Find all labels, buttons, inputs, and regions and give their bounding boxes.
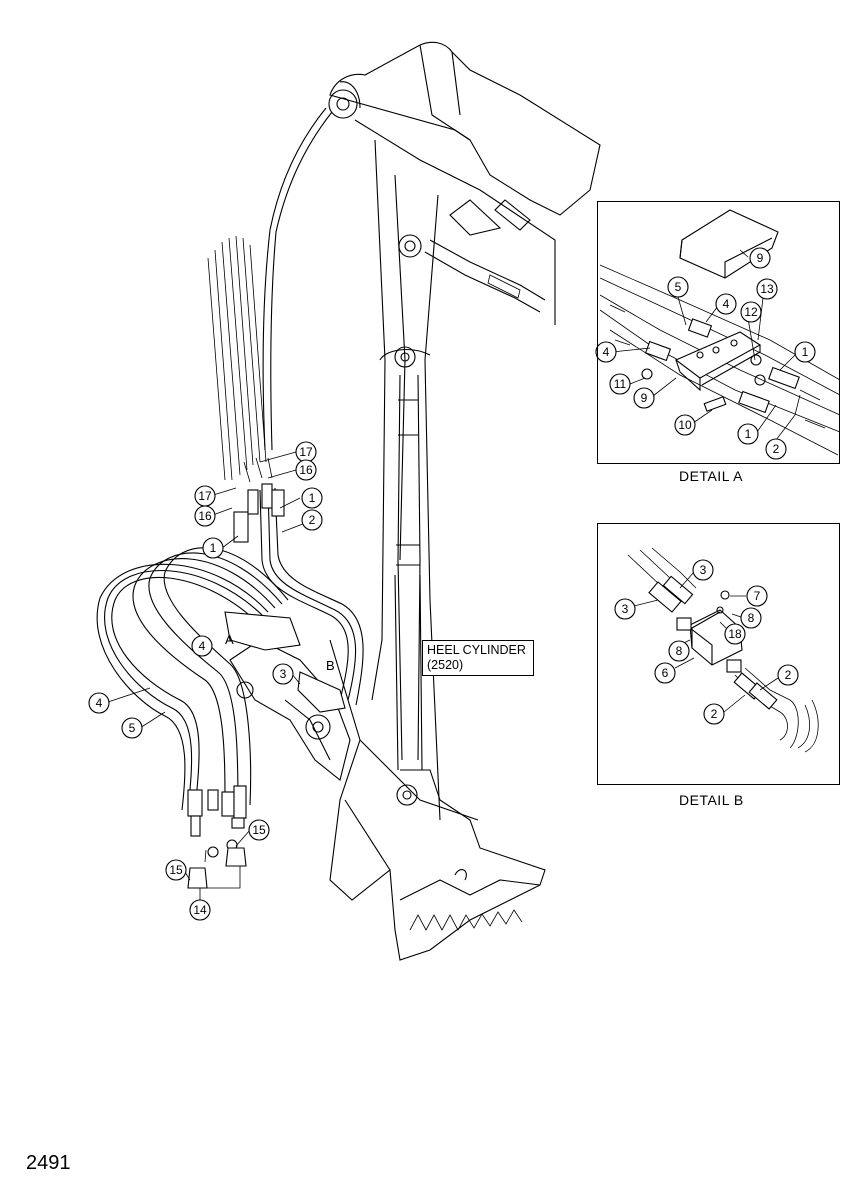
callout-4-upper: 4: [191, 635, 213, 657]
callout-b-3-right: 3: [692, 559, 714, 581]
detail-a-drawing: [599, 209, 841, 456]
callout-b-7: 7: [746, 585, 768, 607]
boom-arm-drawing: [229, 41, 601, 961]
callout-a-4-top: 4: [715, 293, 737, 315]
svg-text:2: 2: [309, 513, 316, 527]
svg-text:4: 4: [96, 696, 103, 710]
detail-b-drawing: [627, 547, 819, 753]
heel-cylinder-ref: (2520): [427, 658, 464, 672]
callout-17-upper: 17: [295, 441, 317, 463]
detail-a-frame: [597, 201, 840, 464]
callout-16-upper: 16: [295, 459, 317, 481]
svg-text:1: 1: [802, 345, 809, 359]
svg-text:5: 5: [129, 721, 136, 735]
svg-text:8: 8: [676, 644, 683, 658]
svg-text:14: 14: [193, 903, 207, 917]
callout-a-12: 12: [740, 301, 762, 323]
svg-text:6: 6: [662, 666, 669, 680]
heel-cylinder-label: HEEL CYLINDER (2520): [422, 640, 534, 676]
callout-b-8-left: 8: [668, 640, 690, 662]
svg-text:12: 12: [744, 305, 758, 319]
svg-text:9: 9: [641, 391, 648, 405]
callout-b-18: 18: [724, 623, 746, 645]
svg-text:11: 11: [614, 377, 627, 391]
callout-a-5: 5: [667, 276, 689, 298]
callout-5: 5: [121, 717, 143, 739]
callouts-detail-b: 3 3 7 8 18 8 6 2 2: [614, 559, 799, 725]
svg-text:4: 4: [199, 639, 206, 653]
svg-text:3: 3: [700, 563, 707, 577]
callout-1-left: 1: [202, 537, 224, 559]
svg-text:3: 3: [280, 667, 287, 681]
callout-17-left: 17: [194, 485, 216, 507]
svg-text:7: 7: [754, 589, 761, 603]
callout-a-13: 13: [756, 278, 778, 300]
callout-b-8-top: 8: [740, 607, 762, 629]
callout-a-2: 2: [765, 438, 787, 460]
callout-b-2-right: 2: [777, 664, 799, 686]
svg-text:1: 1: [210, 541, 217, 555]
svg-text:16: 16: [299, 463, 313, 477]
svg-text:16: 16: [198, 509, 212, 523]
callout-a-9-top: 9: [749, 247, 771, 269]
callout-a-1-right: 1: [794, 341, 816, 363]
port-a-label: A: [225, 632, 234, 647]
callout-1-right: 1: [301, 487, 323, 509]
callout-15-left: 15: [165, 859, 187, 881]
svg-text:15: 15: [252, 823, 266, 837]
callout-b-6: 6: [654, 662, 676, 684]
heel-cylinder-title: HEEL CYLINDER: [427, 643, 526, 657]
svg-text:8: 8: [748, 611, 755, 625]
callout-b-3-left: 3: [614, 598, 636, 620]
svg-text:15: 15: [169, 863, 183, 877]
callout-2-right: 2: [301, 509, 323, 531]
detail-b-caption: DETAIL B: [679, 792, 744, 808]
svg-text:17: 17: [198, 489, 212, 503]
hydraulic-hoses: [96, 107, 364, 889]
svg-text:10: 10: [678, 418, 692, 432]
page-number: 2491: [26, 1152, 71, 1174]
svg-text:2: 2: [785, 668, 792, 682]
callout-a-9-bottom: 9: [633, 387, 655, 409]
callout-a-10: 10: [674, 414, 696, 436]
svg-text:2: 2: [711, 707, 718, 721]
callout-16-left: 16: [194, 505, 216, 527]
callouts-main: 17 16 17 16 1 2 1 4 4 5 3 15 15 14: [88, 441, 323, 921]
port-b-label: B: [326, 658, 335, 673]
svg-text:18: 18: [728, 627, 742, 641]
svg-text:13: 13: [760, 282, 774, 296]
svg-text:1: 1: [309, 491, 316, 505]
callout-15-right: 15: [248, 819, 270, 841]
callout-4-lower: 4: [88, 692, 110, 714]
detail-b-frame: [597, 523, 840, 785]
svg-text:4: 4: [603, 345, 610, 359]
callouts-detail-a: 9 5 4 13 12 4 1 11 9 10 1 2: [595, 247, 816, 460]
svg-text:9: 9: [757, 251, 764, 265]
svg-text:2: 2: [773, 442, 780, 456]
svg-text:5: 5: [675, 280, 682, 294]
svg-text:17: 17: [299, 445, 313, 459]
callout-a-1-bottom: 1: [737, 423, 759, 445]
callout-b-2-left: 2: [703, 703, 725, 725]
svg-text:4: 4: [723, 297, 730, 311]
svg-text:3: 3: [622, 602, 629, 616]
callout-a-4-left: 4: [595, 341, 617, 363]
detail-a-caption: DETAIL A: [679, 468, 743, 484]
callout-14: 14: [189, 899, 211, 921]
svg-text:1: 1: [745, 427, 752, 441]
callout-a-11: 11: [609, 373, 631, 395]
callout-3: 3: [272, 663, 294, 685]
